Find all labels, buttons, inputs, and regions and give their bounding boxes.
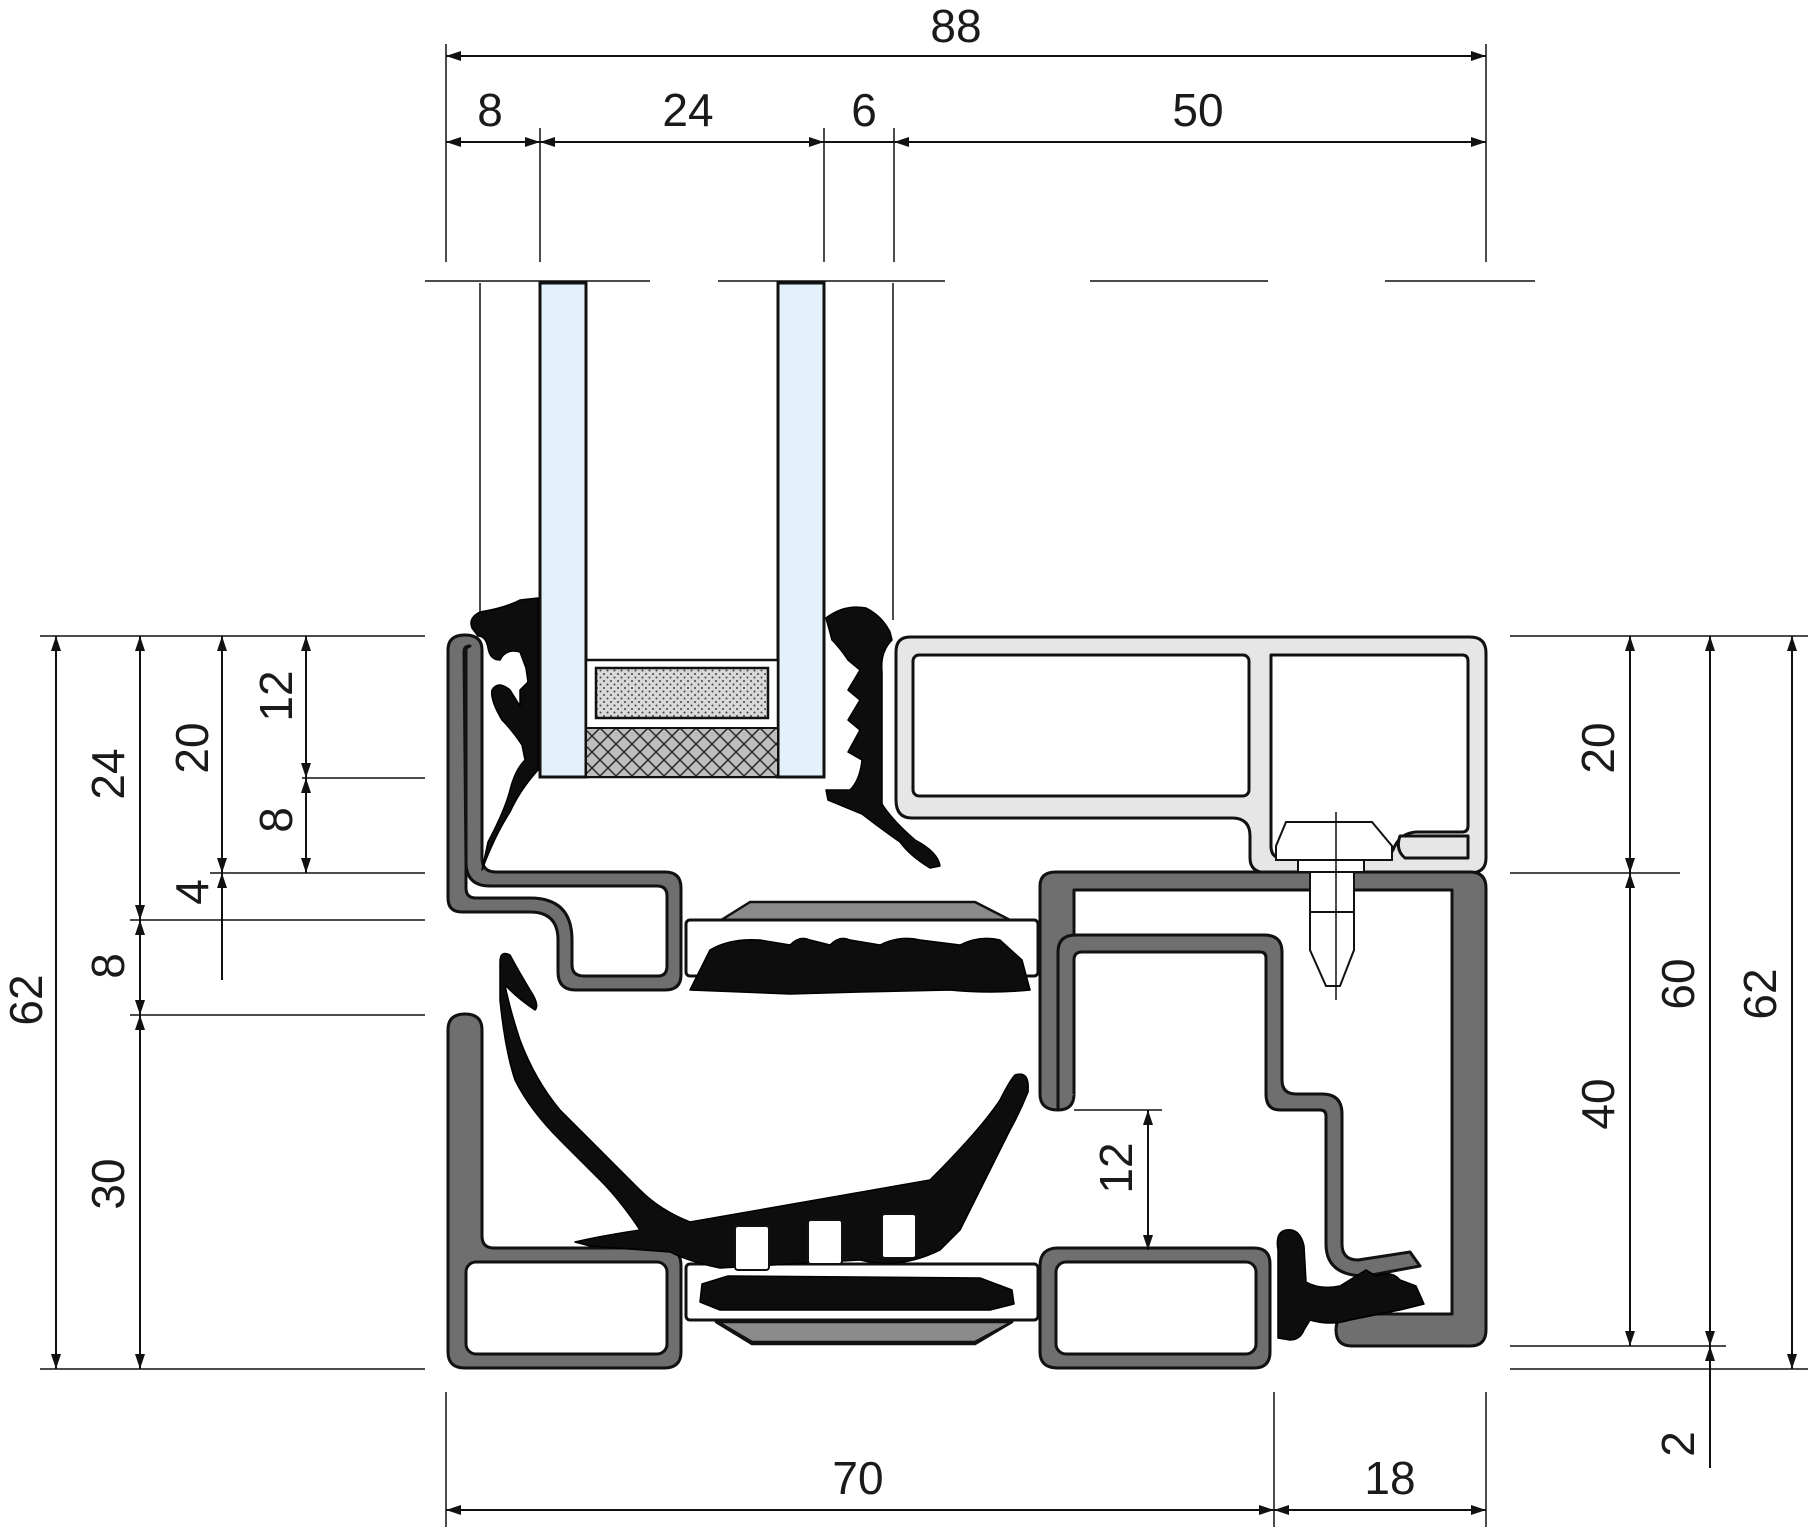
dim-right-2: 2 [1652, 1431, 1704, 1457]
thermal-break-insert [689, 937, 1031, 995]
dim-right-40: 40 [1572, 1078, 1624, 1129]
dim-top-gasket: 6 [851, 84, 877, 136]
dim-bottom-70: 70 [832, 1452, 883, 1504]
dim-left-total: 62 [0, 974, 52, 1025]
inner-glazing-gasket [825, 606, 941, 869]
dim-mid-12: 12 [1090, 1142, 1142, 1193]
dim-left-12: 12 [250, 670, 302, 721]
dim-top-glazing: 24 [662, 84, 713, 136]
dim-right-60: 60 [1652, 958, 1704, 1009]
sash-profile [446, 633, 683, 992]
outer-glazing-gasket [470, 597, 539, 871]
dim-top-left-face: 8 [477, 84, 503, 136]
inner-glass-pane [776, 281, 826, 779]
dimension-lines [40, 44, 1808, 1527]
glazing-bead [894, 635, 1488, 875]
dim-left-4: 4 [166, 879, 218, 905]
glazing-unit [538, 281, 826, 779]
dim-right-62: 62 [1734, 968, 1786, 1019]
center-seal-gasket [499, 952, 1029, 1269]
dim-left-20: 20 [166, 722, 218, 773]
dim-left-8-lower: 8 [82, 953, 134, 979]
dimension-labels: 88 8 24 6 50 62 24 8 30 20 4 12 8 12 20 … [0, 0, 1786, 1504]
frame-drip-gasket [1276, 1229, 1425, 1341]
dim-top-total: 88 [930, 0, 981, 52]
fixing-screw [1275, 812, 1393, 1000]
dim-top-bead: 50 [1172, 84, 1223, 136]
dim-right-20: 20 [1572, 722, 1624, 773]
secondary-sealant [585, 727, 779, 778]
desiccant-spacer [594, 666, 770, 720]
dim-bottom-18: 18 [1364, 1452, 1415, 1504]
dim-left-8-upper: 8 [250, 807, 302, 833]
dim-left-24: 24 [82, 748, 134, 799]
lower-thermal-break-insert [699, 1275, 1015, 1311]
dim-left-30: 30 [82, 1158, 134, 1209]
gaskets [470, 597, 1425, 1341]
outer-glass-pane [538, 281, 588, 779]
glass-edge-lines [425, 280, 1535, 630]
